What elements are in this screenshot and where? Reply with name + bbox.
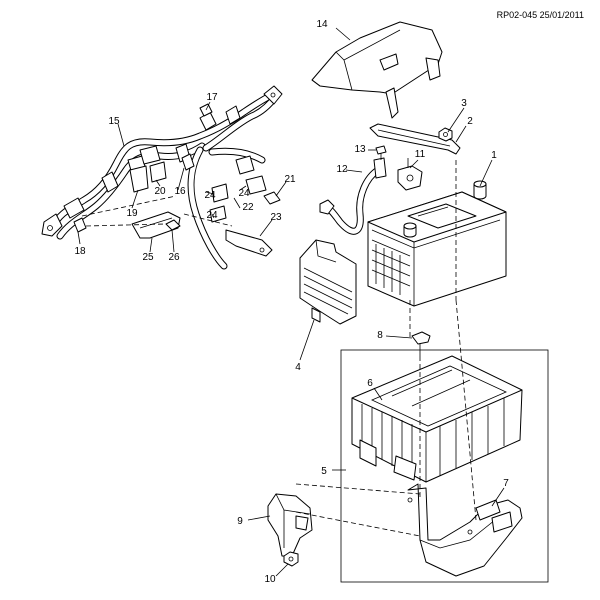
callout-7: 7	[503, 478, 509, 489]
callout-16: 16	[174, 186, 186, 197]
callout-22: 22	[242, 202, 254, 213]
callout-1: 1	[491, 150, 497, 161]
callout-4: 4	[295, 362, 301, 373]
mounting-bracket	[267, 493, 313, 557]
callout-13: 13	[354, 144, 366, 155]
tray-assembly-inset-box	[340, 349, 549, 583]
callout-labels: 14 1 2 3 11 13 12 4 8 6 5 7 9 10 15 17 1…	[74, 19, 509, 585]
leader-lines	[77, 27, 505, 577]
diagram-reference-code: RP02-045 25/01/2011	[497, 10, 584, 20]
callout-2: 2	[467, 116, 473, 127]
callout-6: 6	[367, 378, 373, 389]
callout-10: 10	[264, 574, 276, 585]
callout-23: 23	[270, 212, 282, 223]
callout-5: 5	[321, 466, 327, 477]
callout-24-c: 24	[206, 210, 218, 221]
alignment-lines	[81, 160, 477, 537]
terminal-clamp	[397, 158, 423, 191]
callout-24-b: 24	[238, 188, 250, 199]
terminal-bolt	[375, 145, 387, 160]
callout-8: 8	[377, 330, 383, 341]
callout-12: 12	[336, 164, 348, 175]
negative-battery-cable	[319, 157, 387, 235]
callout-24-a: 24	[204, 190, 216, 201]
clamp-nut	[438, 127, 453, 142]
callout-9: 9	[237, 516, 243, 527]
callout-17: 17	[206, 92, 218, 103]
callout-26: 26	[168, 252, 180, 263]
tray-clip	[411, 331, 431, 356]
callout-25: 25	[142, 252, 154, 263]
battery-wiring-harness	[41, 85, 283, 270]
battery-hold-down-clamp	[369, 123, 461, 155]
callout-20: 20	[154, 186, 166, 197]
callout-19: 19	[126, 208, 138, 219]
bracket-nut	[283, 551, 299, 567]
tray-support-bracket	[407, 483, 523, 577]
battery-side-bracket	[299, 239, 357, 325]
callout-3: 3	[461, 98, 467, 109]
callout-21: 21	[284, 174, 296, 185]
battery	[367, 180, 507, 307]
callout-15: 15	[108, 116, 120, 127]
battery-cover	[311, 21, 443, 119]
battery-tray	[351, 355, 523, 483]
callout-11: 11	[415, 149, 426, 160]
callout-18: 18	[74, 246, 86, 257]
callout-14: 14	[316, 19, 328, 30]
